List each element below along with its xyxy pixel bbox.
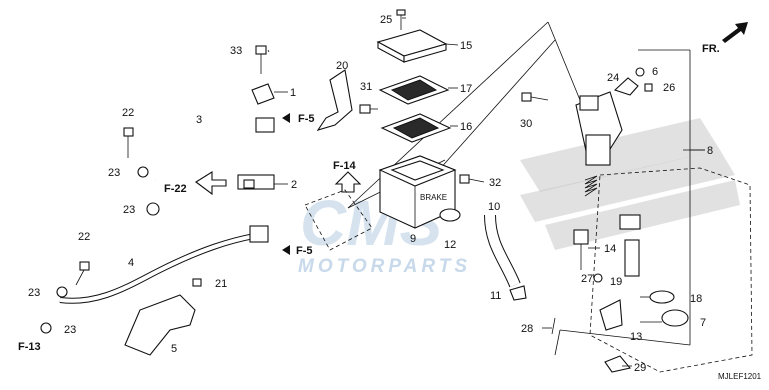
washer-23-d [40, 322, 52, 334]
bolt-30 [521, 92, 549, 102]
washer-23-b [146, 202, 160, 216]
label-22-lower: 22 [78, 231, 90, 243]
label-16: 16 [460, 121, 472, 133]
bolt-31 [359, 104, 378, 114]
label-8: 8 [707, 145, 713, 157]
clip-6 [635, 67, 645, 77]
reference-arrow-f22 [195, 171, 227, 196]
ref-f5-upper: F-5 [298, 113, 315, 125]
label-23-a: 23 [108, 167, 120, 179]
shading-bands [520, 118, 740, 250]
label-29: 29 [634, 362, 646, 374]
piston-cup-18 [619, 214, 641, 277]
ref-f14: F-14 [333, 160, 357, 172]
bolt-22-upper [123, 127, 134, 158]
circlip-7 [661, 309, 689, 327]
ref-f5-lower: F-5 [296, 245, 313, 257]
label-12: 12 [444, 239, 456, 251]
bracket-20 [316, 69, 353, 131]
leader-lines [267, 17, 705, 367]
bolt-22-lower [75, 261, 90, 286]
label-1: 1 [290, 87, 296, 99]
label-31: 31 [360, 81, 372, 93]
group-outline-8 [589, 167, 753, 373]
label-18: 18 [690, 293, 702, 305]
label-7: 7 [700, 317, 706, 329]
label-23-c: 23 [28, 287, 40, 299]
front-direction-label: FR. [702, 43, 720, 55]
part-number-labels: 1 2 3 4 5 6 7 8 9 10 11 12 13 14 15 16 1… [28, 14, 713, 374]
boot-18 [649, 290, 675, 304]
brake-hose-4 [59, 225, 269, 304]
clamp-1 [251, 83, 275, 105]
label-14: 14 [604, 243, 616, 255]
label-2: 2 [291, 179, 297, 191]
drawing-code: MJLEF1201 [718, 372, 762, 381]
label-19: 19 [610, 276, 622, 288]
label-15: 15 [460, 40, 472, 52]
cotter-pin-28 [551, 317, 556, 335]
label-11: 11 [490, 290, 501, 302]
ref-f22: F-22 [164, 183, 187, 195]
push-rod-14 [573, 229, 589, 270]
bolt-21 [192, 278, 202, 287]
label-13: 13 [630, 331, 642, 343]
reservoir-cap-15 [376, 29, 448, 63]
reservoir-hose-10 [484, 214, 521, 288]
label-17: 17 [460, 83, 472, 95]
label-23-b: 23 [123, 204, 135, 216]
bolt-33 [255, 45, 267, 74]
washer-23-c [56, 286, 68, 298]
clip-11 [509, 285, 527, 301]
reservoir-9: BRAKE [378, 155, 457, 229]
joint-24 [613, 77, 639, 96]
label-27: 27 [581, 273, 593, 285]
bolt-32 [459, 174, 485, 184]
label-25: 25 [380, 14, 392, 26]
label-4: 4 [128, 257, 134, 269]
joint-2 [237, 174, 275, 190]
front-direction-arrow: FR. [702, 22, 748, 55]
watermark-subtitle: MOTORPARTS [298, 256, 471, 277]
clevis-13 [599, 299, 623, 331]
label-6: 6 [652, 66, 658, 78]
svg-text:BRAKE: BRAKE [420, 193, 447, 202]
bolt-26 [644, 83, 653, 92]
label-3: 3 [196, 114, 202, 126]
master-cylinder [575, 91, 623, 166]
washer-23-a [137, 166, 149, 178]
label-10: 10 [488, 201, 500, 213]
label-30: 30 [520, 118, 532, 130]
label-23-d: 23 [64, 324, 76, 336]
reference-arrow-f5-a [282, 113, 290, 123]
label-9: 9 [410, 233, 416, 245]
nut-27 [593, 273, 603, 283]
label-22-upper: 22 [122, 107, 134, 119]
reference-labels: F-5 F-5 F-14 F-22 F-13 [18, 113, 357, 353]
label-20: 20 [336, 60, 348, 72]
diaphragm-16 [380, 113, 452, 143]
ref-f13: F-13 [18, 341, 41, 353]
label-26: 26 [663, 82, 675, 94]
reference-arrow-f5-b [282, 245, 290, 255]
screw-25 [396, 9, 406, 30]
label-24: 24 [607, 72, 619, 84]
label-33: 33 [230, 45, 242, 57]
clamp-12 [439, 208, 461, 222]
detail-box [304, 189, 373, 251]
label-32: 32 [489, 177, 501, 189]
reference-arrow-f14 [334, 171, 362, 193]
spring-19 [584, 175, 598, 197]
brake-hose-3 [153, 117, 275, 182]
label-28: 28 [521, 323, 533, 335]
diaphragm-plate-17 [378, 75, 450, 105]
label-5: 5 [171, 343, 177, 355]
label-21: 21 [215, 278, 227, 290]
bracket-5 [124, 294, 196, 356]
pin-29 [604, 355, 632, 373]
